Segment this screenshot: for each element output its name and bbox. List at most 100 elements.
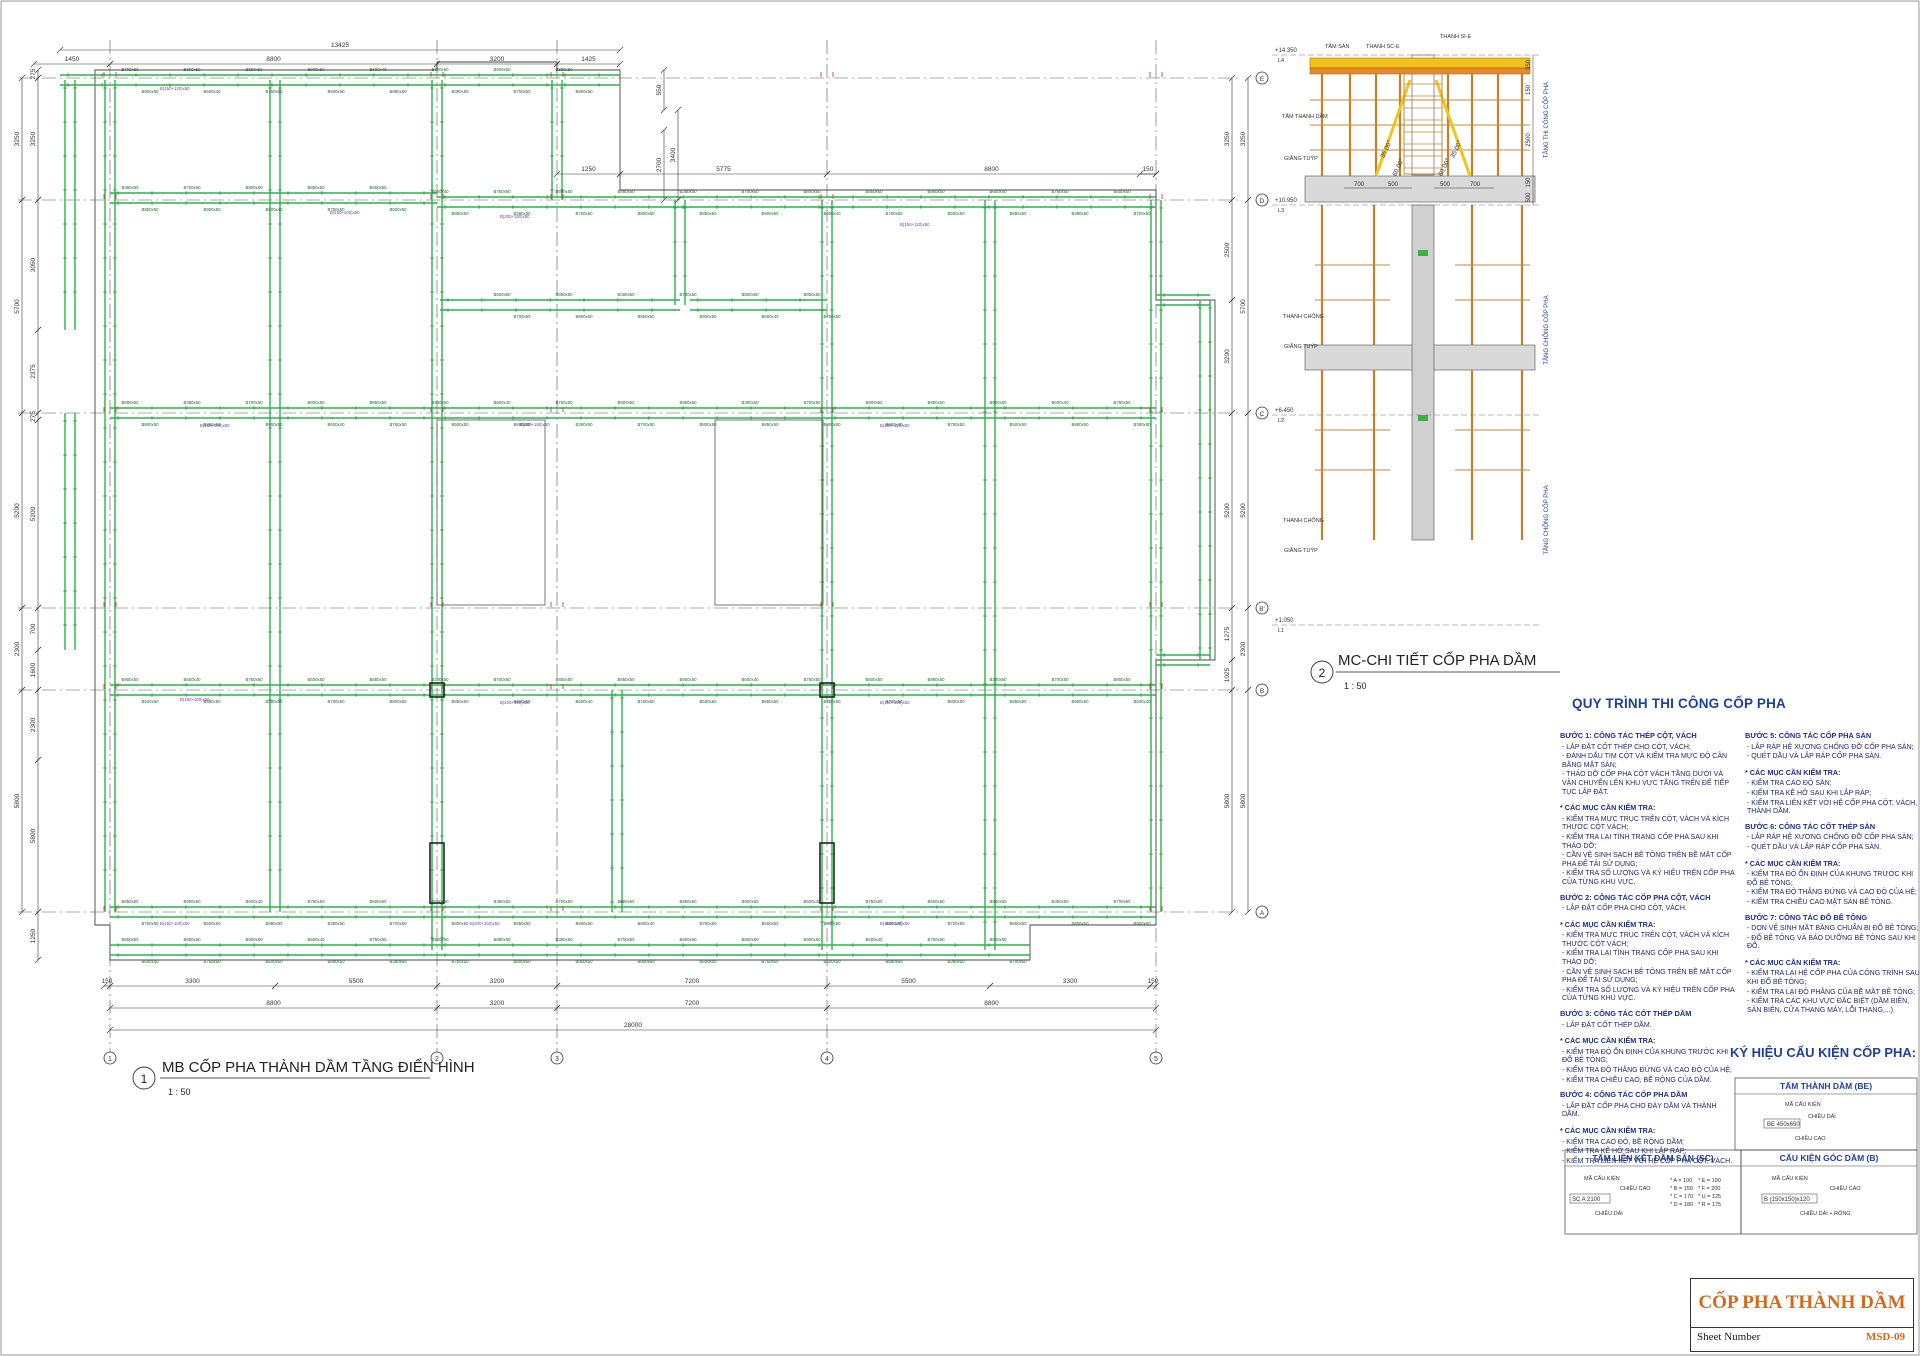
- panel-label: B900x50: [1072, 699, 1090, 704]
- dim-text: 8800: [984, 1000, 999, 1007]
- dim-text: 5800: [14, 793, 21, 808]
- procedure-step-title: BƯỚC 5: CÔNG TÁC CỐP PHA SÀN: [1745, 731, 1872, 740]
- level-tag: L1: [1278, 628, 1284, 634]
- dim-total-bottom: 28000: [624, 1022, 642, 1029]
- corner-label: B(150+100)x50: [200, 423, 230, 428]
- corner-mark: [820, 72, 834, 77]
- panel-label: B900x50: [370, 185, 388, 190]
- dim-text: 7200: [685, 1000, 700, 1007]
- section-bubble: [1310, 660, 1334, 684]
- legend-be-tag: [1763, 1118, 1801, 1129]
- panel-label: B880x50: [556, 67, 574, 72]
- panel-label: B380x50: [452, 89, 470, 94]
- panel-label: B380x50: [680, 189, 698, 194]
- panel-label: B800x50: [700, 422, 718, 427]
- procedure-line: - ĐỔ BÊ TÔNG VÀ BẢO DƯỠNG BÊ TÔNG SAU KH…: [1747, 934, 1916, 951]
- panel-label: B500x50: [824, 959, 842, 964]
- corner-mark: [430, 684, 444, 689]
- procedure-line: - CẦN VỆ SINH SẠCH BÊ TÔNG TRÊN BỀ MẶT C…: [1562, 852, 1732, 868]
- panel-label: B600x40: [204, 89, 222, 94]
- dim-text: 2300: [30, 717, 37, 732]
- corner-mark: [1149, 194, 1163, 199]
- panel-label: B850x50: [308, 185, 326, 190]
- dim-tick: [34, 74, 42, 82]
- section-vdim-text: 500: [1526, 192, 1532, 203]
- panel-label: B750x50: [308, 899, 326, 904]
- panel-label: B500x50: [700, 699, 718, 704]
- panel-label: B800x50: [680, 937, 698, 942]
- grid-label-y: A: [1260, 910, 1265, 917]
- grid-label-y: B: [1260, 688, 1264, 695]
- procedure-line: - KIỂM TRA LẠI ĐỘ PHẲNG CỦA BỀ MẶT BÊ TÔ…: [1747, 988, 1916, 996]
- dim-tick: [18, 686, 26, 694]
- dim-text: 550: [656, 84, 663, 95]
- panel-label: B600x40: [1052, 400, 1070, 405]
- legend-b-cao: CHIỀU CAO: [1830, 1185, 1861, 1192]
- panel-label: B880x50: [680, 400, 698, 405]
- angle-label: 60.00°: [1437, 157, 1452, 178]
- panel-label: B500x50: [494, 292, 512, 297]
- corner-label: B(150+120)x50: [880, 423, 910, 428]
- dim-tick: [18, 409, 26, 417]
- panel-label: B880x50: [886, 959, 904, 964]
- panel-label: B900x50: [824, 422, 842, 427]
- procedure-line: - LẮP RÁP HỆ XƯƠNG CHỐNG ĐỠ CỐP PHA SÀN;: [1747, 743, 1914, 751]
- legend-b-tag: [1761, 1193, 1818, 1204]
- dim-tick: [34, 646, 42, 654]
- corner-mark: [430, 407, 444, 412]
- dim-tick: [106, 982, 114, 990]
- panel-label: B750x50: [866, 899, 884, 904]
- dim-tick: [34, 956, 42, 964]
- panel-label: B880x50: [328, 959, 346, 964]
- dim-tick: [553, 60, 561, 68]
- procedure-check-title: * CÁC MỤC CẦN KIỂM TRA:: [1745, 858, 1841, 868]
- level-tag: L3: [1278, 208, 1284, 214]
- procedure-line: - KIỂM TRA LIÊN KẾT VỚI HỆ CỐP PHA CỘT, …: [1562, 1157, 1733, 1165]
- panel-label: B500x50: [204, 921, 222, 926]
- panel-label: B700x50: [680, 292, 698, 297]
- panel-label: B850x50: [514, 921, 532, 926]
- dim-text: 8800: [984, 166, 999, 173]
- procedure-check-title: * CÁC MỤC CẦN KIỂM TRA:: [1745, 957, 1841, 967]
- panel-label: B380x50: [266, 699, 284, 704]
- dim-tick: [1228, 686, 1236, 694]
- panel-label: B750x50: [556, 400, 574, 405]
- corner-mark: [103, 72, 117, 77]
- legend-sc-dai: CHIỀU DÀI: [1595, 1210, 1623, 1217]
- panel-label: B850x50: [762, 422, 780, 427]
- panel-label: B380x50: [948, 959, 966, 964]
- panel-label: B750x50: [142, 921, 160, 926]
- panel-label: B600x40: [432, 189, 450, 194]
- panel-label: B800x50: [142, 422, 160, 427]
- panel-label: B880x50: [1072, 422, 1090, 427]
- legend-sc-code: SC A 2100: [1572, 1197, 1601, 1203]
- dim-tick: [1228, 908, 1236, 916]
- dim-text: 2375: [30, 364, 37, 379]
- corner-mark: [550, 602, 564, 607]
- panel-label: B850x50: [618, 677, 636, 682]
- panel-label: B600x40: [142, 959, 160, 964]
- procedure-panel: QUY TRÌNH THI CÔNG CỐP PHA BƯỚC 1: CÔNG …: [1560, 697, 1920, 1165]
- panel-label: B600x40: [370, 67, 388, 72]
- panel-label: B880x50: [390, 89, 408, 94]
- corner-label: B(150+100)x50: [180, 697, 210, 702]
- plan-scale: 1 : 50: [168, 1087, 191, 1097]
- panel-label: B850x50: [700, 211, 718, 216]
- panel-label: B380x50: [742, 400, 760, 405]
- corner-label: B(150+120)x50: [880, 700, 910, 705]
- dim-tick: [18, 74, 26, 82]
- panel-label: B850x50: [142, 207, 160, 212]
- dim-text: 3300: [1063, 978, 1078, 985]
- dim-text: 3200: [490, 1000, 505, 1007]
- section-vdim-text: 350: [1526, 59, 1532, 70]
- panel-label: B850x50: [370, 400, 388, 405]
- corner-label: B(150+120)x50: [880, 921, 910, 926]
- green-tie: [1418, 415, 1428, 421]
- legend-b-ma: MÃ CẤU KIỆN: [1772, 1174, 1808, 1182]
- panel-label: B500x50: [452, 422, 470, 427]
- dim-tick: [1228, 656, 1236, 664]
- label-thanh-chong-1: THANH CHỐNG: [1283, 313, 1324, 320]
- section-vdim-text: 150: [1526, 84, 1532, 95]
- corner-label: B(150+100)x50: [160, 921, 190, 926]
- panel-label: B750x50: [328, 207, 346, 212]
